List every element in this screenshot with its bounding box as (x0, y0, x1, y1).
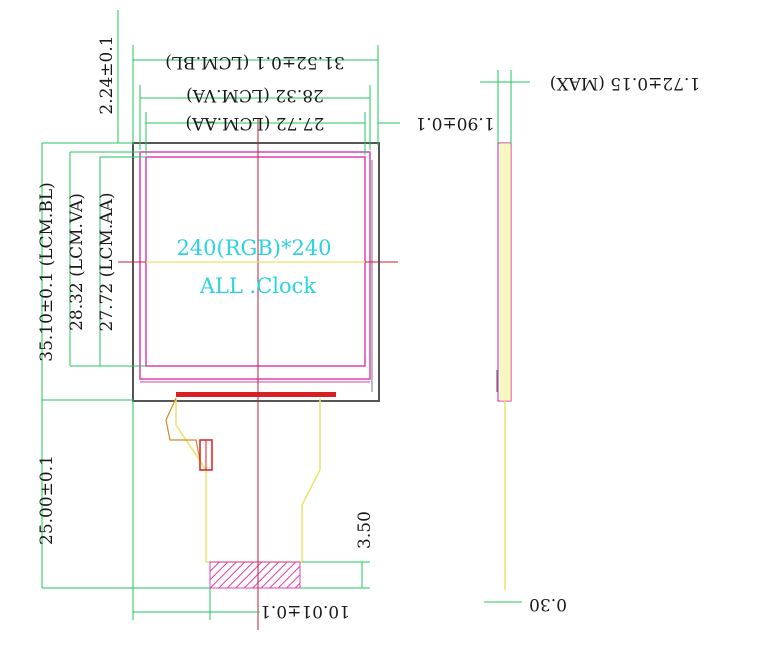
panel-name-label: ALL .Clock (199, 274, 317, 298)
lcm-aa-width-dim: 27.72 (LCM.AA) (186, 113, 325, 133)
fpc-thickness-dim: 0.30 (529, 594, 567, 614)
bonding-strip (176, 392, 336, 397)
lcm-aa-height-dim: 27.72 (LCM.AA) (97, 193, 117, 332)
lcm-va-height-dim: 28.32 (LCM.VA) (67, 193, 87, 331)
fpc-outline (175, 398, 321, 563)
thickness-dim: 1.72±0.15 (MAX) (550, 73, 700, 93)
lcm-va-width-dim: 28.32 (LCM.VA) (186, 85, 324, 105)
lcm-bl-height-dim: 35.10±0.1 (LCM.BL) (37, 182, 57, 362)
connector-height-dim: 3.50 (355, 511, 375, 549)
top-offset-dim: 2.24±0.1 (97, 35, 117, 114)
fpc-trace (165, 397, 201, 461)
lcm-va-outline (139, 151, 371, 380)
bottom-dimensions (132, 401, 370, 620)
top-dimensions (132, 45, 379, 155)
side-dimensions (378, 70, 530, 603)
side-offset-dim: 1.90±0.1 (415, 113, 494, 133)
fpc-length-dim: 25.00±0.1 (37, 455, 57, 545)
front-view (118, 118, 398, 630)
left-dimensions (41, 10, 210, 589)
side-view-glass (500, 143, 511, 401)
fpc-connector-pads (209, 561, 301, 589)
fpc-width-dim: 10.01±0.1 (260, 601, 350, 621)
lcm-bl-outline (132, 142, 380, 402)
side-view (496, 142, 512, 590)
resolution-label: 240(RGB)*240 (176, 236, 331, 260)
lcm-bl-width-dim: 31.52±0.1 (LCM.BL) (165, 52, 345, 72)
